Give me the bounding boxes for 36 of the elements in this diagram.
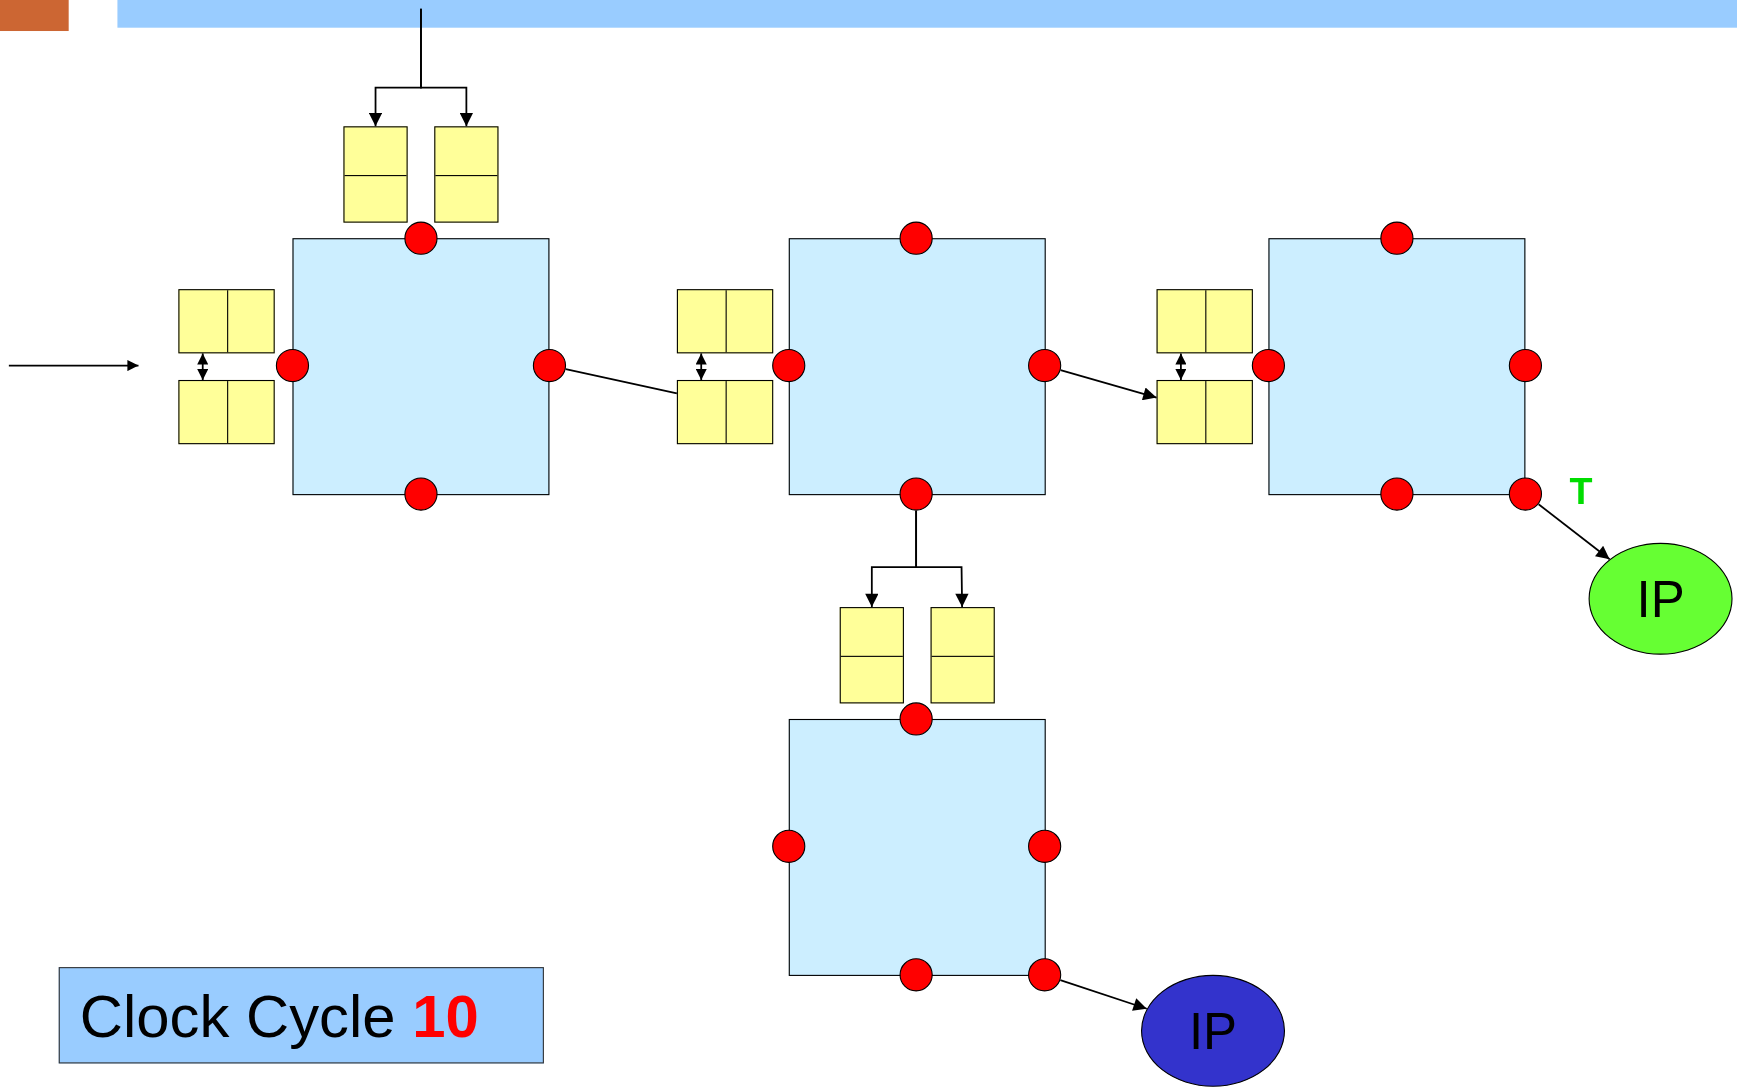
- clock-cycle-panel: [58, 967, 544, 1064]
- clock-cycle-text: Clock Cycle 10: [79, 981, 479, 1050]
- port-dot: [772, 829, 806, 863]
- ip-label: IP: [1636, 568, 1685, 629]
- buffer-box: [676, 289, 774, 354]
- buffer-box: [1156, 379, 1253, 445]
- arrow: [915, 509, 969, 608]
- port-dot: [1028, 958, 1062, 992]
- buffer-box: [343, 126, 408, 223]
- router-box: [1268, 238, 1526, 496]
- buffer-box: [1156, 289, 1253, 354]
- port-dot: [899, 702, 933, 736]
- buffer-box: [676, 379, 774, 445]
- buffer-box: [839, 607, 904, 704]
- port-dot: [1508, 477, 1543, 511]
- port-dot: [899, 221, 933, 255]
- arrow: [197, 352, 209, 381]
- buffer-box: [434, 126, 499, 223]
- router-box: [292, 238, 550, 496]
- router-box: [788, 238, 1046, 496]
- router-box: [788, 718, 1046, 976]
- port-dot: [404, 221, 438, 255]
- arrow: [1059, 979, 1148, 1011]
- arrow: [1537, 503, 1611, 561]
- ip-label: IP: [1188, 1001, 1238, 1061]
- arrow: [695, 352, 707, 381]
- buffer-box: [930, 607, 995, 704]
- port-dot: [275, 348, 310, 383]
- arrow: [420, 7, 473, 128]
- port-dot: [1380, 221, 1414, 255]
- arrow: [1059, 369, 1158, 401]
- edge-label: T: [1569, 471, 1593, 510]
- arrow: [1175, 352, 1187, 381]
- buffer-box: [178, 289, 275, 354]
- buffer-box: [178, 379, 275, 445]
- port-dot: [1251, 348, 1286, 383]
